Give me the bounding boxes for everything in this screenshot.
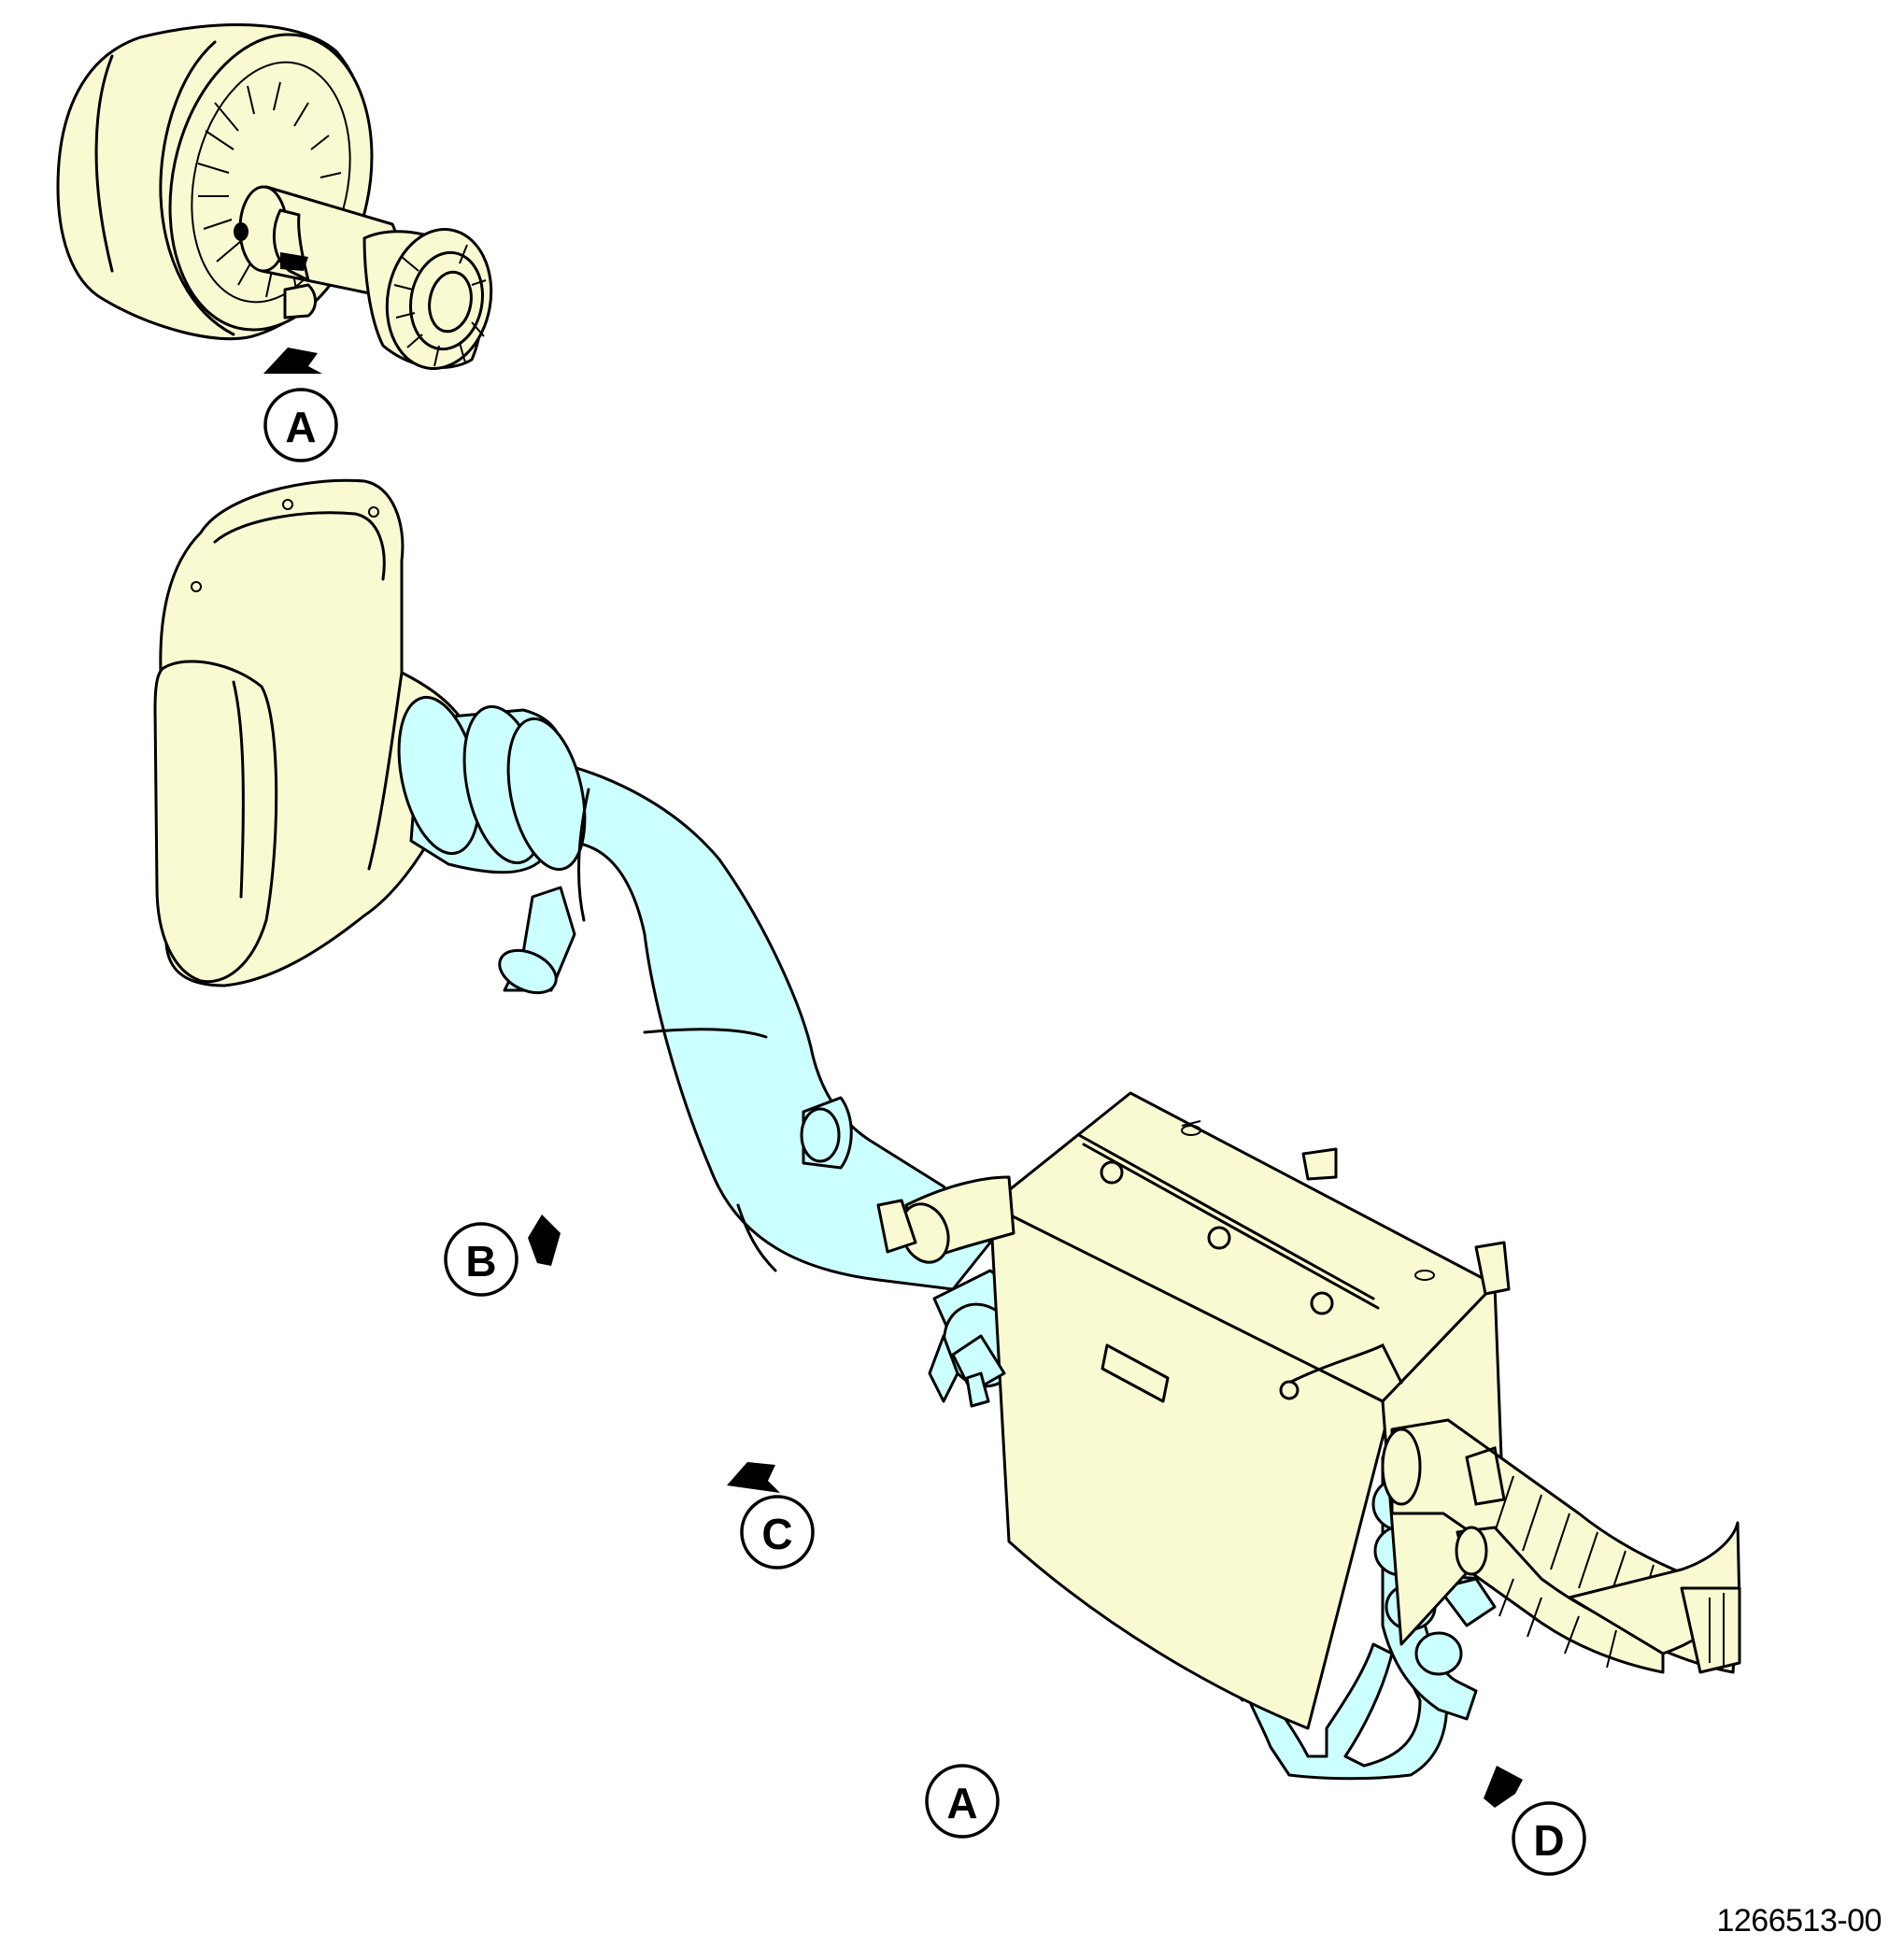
fan-assembly <box>56 22 493 370</box>
callout-d: D <box>1512 1801 1586 1876</box>
view-arrow-c-icon <box>727 1462 780 1493</box>
callout-a-top-label: A <box>285 403 316 451</box>
right-hoses <box>1381 1418 1741 1674</box>
view-arrow-d-icon <box>1484 1766 1523 1808</box>
callout-b: B <box>444 1222 518 1297</box>
callout-a-top: A <box>263 388 338 462</box>
callout-c: C <box>740 1495 815 1569</box>
callout-d-label: D <box>1533 1816 1564 1865</box>
callout-b-label: B <box>465 1237 496 1285</box>
callout-a-bottom-label: A <box>946 1779 977 1827</box>
callout-a-bottom: A <box>925 1764 1000 1839</box>
callout-c-label: C <box>761 1510 792 1558</box>
view-arrow-a-top-icon <box>263 348 322 374</box>
inlet-plenum <box>153 478 469 987</box>
view-arrow-b-icon <box>528 1214 561 1266</box>
duct-clamp <box>951 1334 1006 1408</box>
figure-number: 1266513-00 <box>1716 1903 1882 1939</box>
